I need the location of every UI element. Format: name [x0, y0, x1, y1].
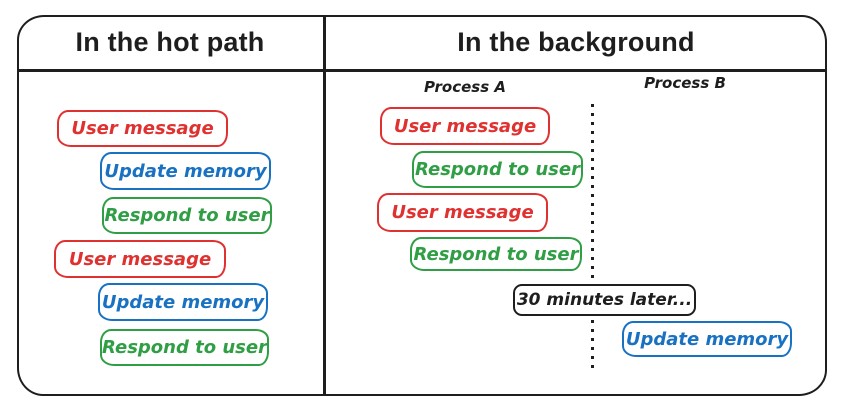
box-label: Respond to user — [413, 243, 579, 265]
process-b-label: Process B — [644, 74, 726, 92]
box-label: User message — [391, 202, 534, 223]
box-label: Update memory — [625, 328, 789, 350]
process-a-box-user-message-1: User message — [380, 107, 550, 145]
hot-path-box-update-memory-1: Update memory — [100, 152, 271, 190]
box-label: Respond to user — [415, 159, 580, 180]
box-label: Respond to user — [104, 205, 270, 226]
box-label: User message — [71, 118, 214, 139]
title-separator-line — [17, 69, 827, 72]
box-label: User message — [393, 115, 537, 137]
process-a-label: Process A — [424, 78, 506, 96]
hot-path-panel-title: In the hot path — [75, 26, 265, 57]
process-a-box-respond-to-user-2: Respond to user — [410, 237, 582, 271]
process-b-box-update-memory: Update memory — [622, 321, 792, 357]
time-note-label: 30 minutes later... — [516, 290, 693, 310]
box-label: Update memory — [104, 160, 267, 182]
hot-path-box-user-message-2: User message — [54, 240, 226, 278]
process-a-box-respond-to-user-1: Respond to user — [412, 151, 583, 188]
process-divider-dotted-line — [591, 104, 594, 372]
time-note-box: 30 minutes later... — [513, 284, 696, 316]
background-panel-title: In the background — [457, 26, 695, 57]
hot-path-box-update-memory-2: Update memory — [98, 283, 268, 321]
hot-path-box-respond-to-user-2: Respond to user — [100, 329, 269, 366]
hot-path-box-respond-to-user-1: Respond to user — [102, 197, 272, 234]
process-a-box-user-message-2: User message — [377, 193, 548, 232]
box-label: User message — [68, 248, 212, 270]
box-label: Update memory — [101, 291, 265, 313]
panel-divider-line — [323, 15, 326, 396]
outer-frame — [17, 15, 827, 396]
box-label: Respond to user — [102, 337, 267, 358]
hot-path-box-user-message-1: User message — [57, 110, 228, 147]
